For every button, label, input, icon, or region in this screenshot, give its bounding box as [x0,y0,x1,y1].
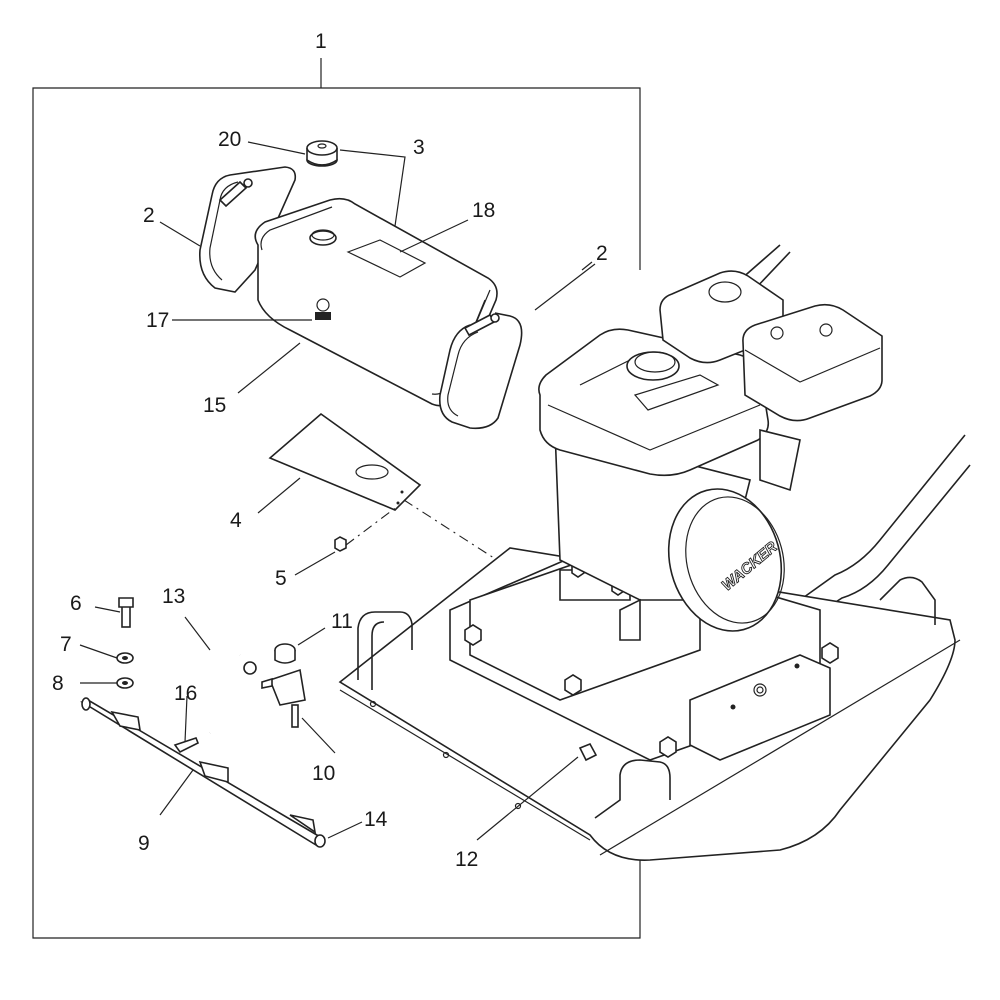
callout-1: 1 [315,30,327,53]
nut [334,505,399,552]
callout-3: 3 [413,136,425,159]
callout-8: 8 [52,672,64,695]
callout-11: 11 [331,610,353,633]
washer-8 [116,677,134,689]
washer-7 [116,652,134,664]
bolt [118,597,134,628]
assembly-frame [32,58,641,939]
callout-labels: 1 2 2 3 4 5 6 7 8 9 10 11 12 13 14 15 16… [52,30,608,871]
rear-tank-strap [198,166,297,293]
callout-4: 4 [230,509,242,532]
fitting [173,737,200,754]
callout-10: 10 [312,762,335,785]
callout-14: 14 [364,808,388,831]
cap-11 [274,643,296,664]
label-decal-shape [346,239,427,278]
front-tank-strap [438,312,523,430]
callout-12: 12 [455,848,478,871]
callout-13: 13 [162,585,185,608]
callout-20: 20 [218,128,241,151]
callout-2-front: 2 [596,242,608,265]
callout-6: 6 [70,592,82,615]
plate-compactor: WACKER [338,244,971,861]
logo-decal-shape [315,298,331,320]
callout-17: 17 [146,309,169,332]
callout-2-rear: 2 [143,204,155,227]
fuel-cap [306,140,338,167]
fuel-valve [261,668,306,728]
callout-15: 15 [203,394,226,417]
callout-9: 9 [138,832,150,855]
callout-7: 7 [60,633,72,656]
screw [578,742,598,762]
fuel-hose [208,649,257,735]
mounting-plate [268,412,422,511]
callout-5: 5 [275,567,287,590]
callout-18: 18 [472,199,495,222]
leader-lines [79,141,596,841]
tank-support-rail [80,697,326,848]
callout-16: 16 [174,682,197,705]
